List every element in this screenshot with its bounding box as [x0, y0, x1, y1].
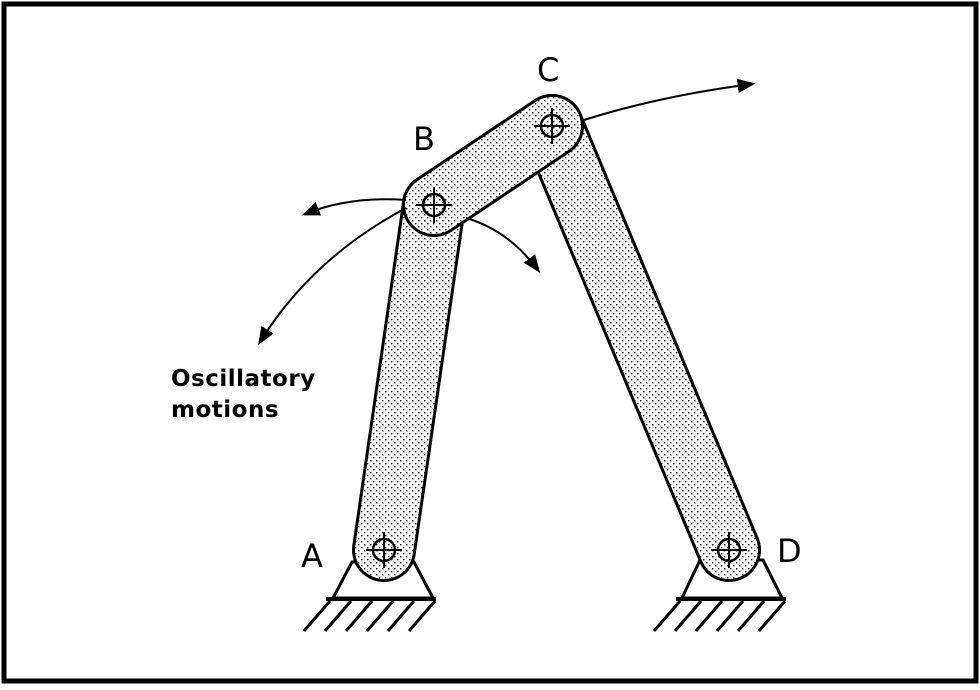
- pivot-a: [366, 532, 402, 568]
- joint-label-b: B: [413, 120, 435, 158]
- crosshair-circle-icon: [366, 532, 402, 568]
- curved-arrow-icon: [301, 198, 407, 216]
- joint-label-c: C: [537, 51, 559, 89]
- link-ab: [355, 176, 463, 579]
- crosshair-circle-icon: [416, 187, 452, 223]
- hatched-ground-support-icon: [302, 600, 437, 632]
- pivot-d: [711, 532, 747, 568]
- link-bc: [405, 97, 581, 234]
- crosshair-circle-icon: [534, 108, 570, 144]
- crosshair-circle-icon: [711, 532, 747, 568]
- curved-arrow-icon: [583, 78, 756, 121]
- curved-arrow-icon: [465, 217, 541, 273]
- annotation-line-1: Oscillatory: [171, 366, 316, 392]
- annotation-line-2: motions: [171, 397, 279, 423]
- pivot-b: [416, 187, 452, 223]
- joint-label-a: A: [301, 537, 323, 575]
- hatched-ground-support-icon: [652, 600, 787, 632]
- pivot-c: [534, 108, 570, 144]
- joint-label-d: D: [777, 532, 802, 570]
- link-cd: [523, 97, 758, 579]
- curved-arrow-icon: [258, 207, 407, 346]
